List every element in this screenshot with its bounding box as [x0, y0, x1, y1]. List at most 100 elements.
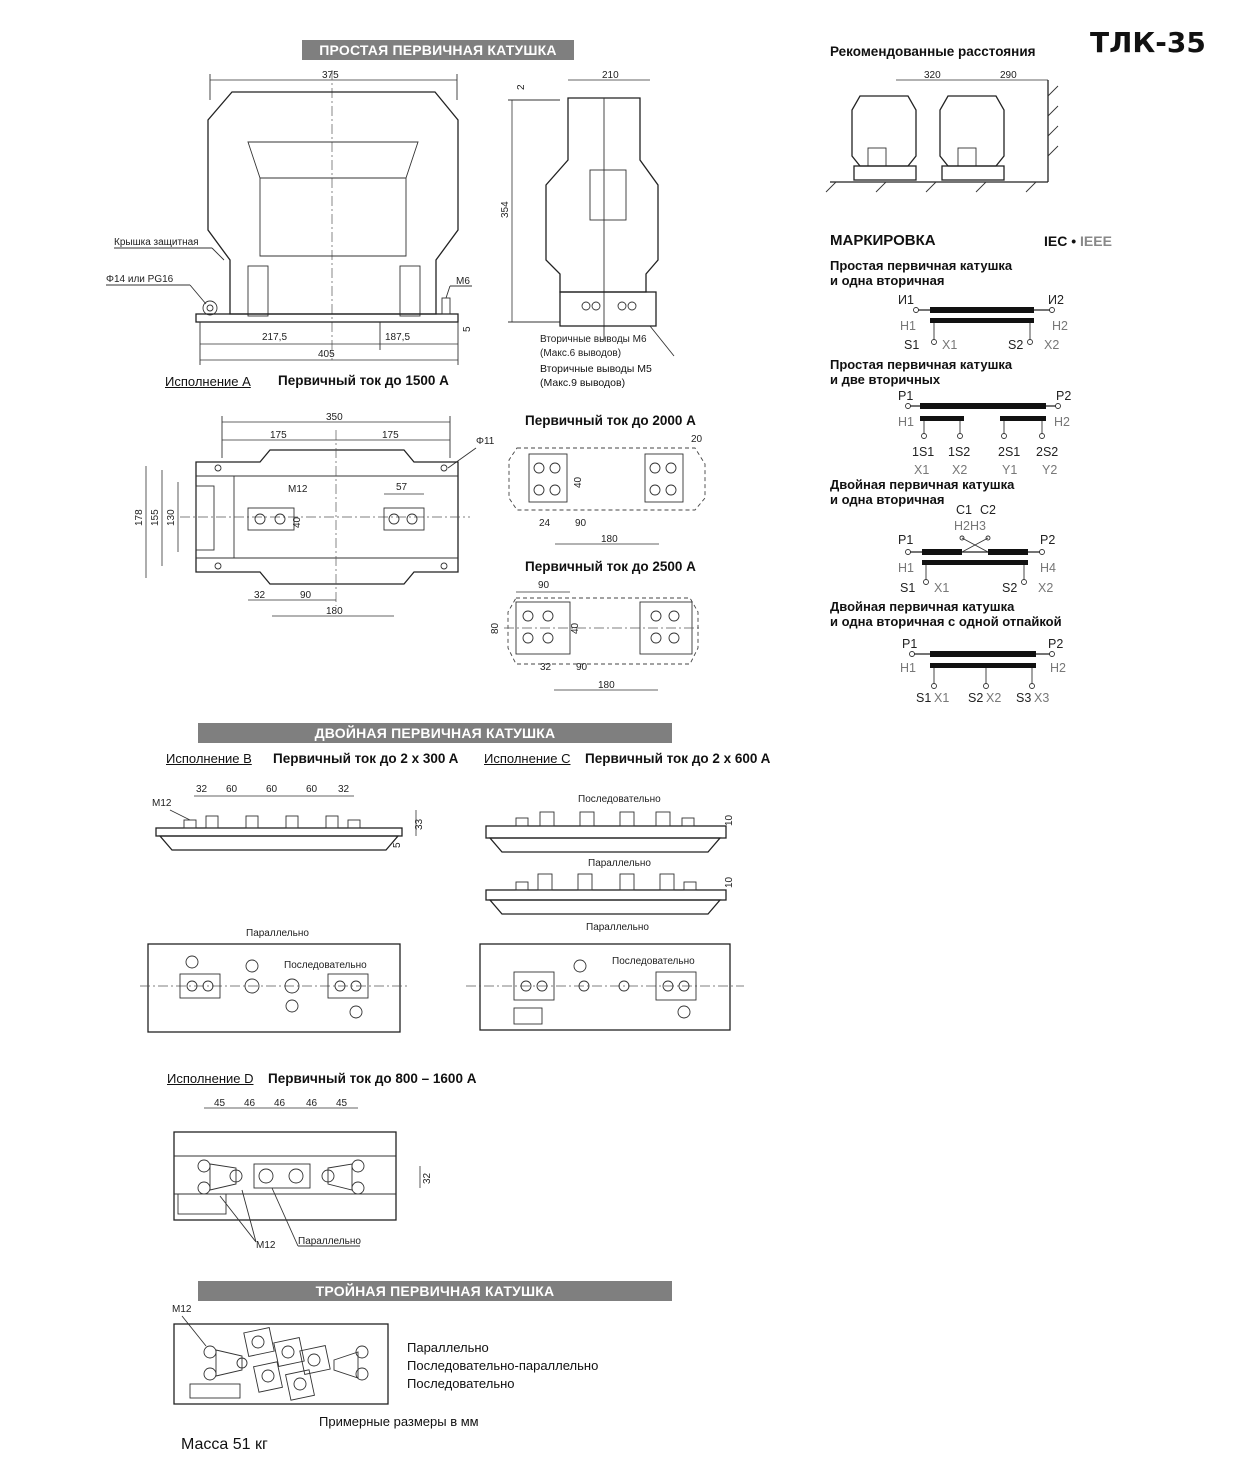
dim-d-46b: 46	[274, 1098, 286, 1109]
d2-1s1: 1S1	[912, 445, 934, 459]
d2-p-left: P1	[898, 389, 913, 403]
dim-320: 320	[924, 70, 941, 81]
label-sec-m5-note: (Макс.9 выводов)	[540, 377, 626, 389]
d2-p-right: P2	[1056, 389, 1071, 403]
d3-x1: X1	[934, 581, 949, 595]
dim-175-left: 175	[270, 430, 287, 441]
d1-s2: S2	[1008, 338, 1023, 352]
marking-d4-title: Двойная первичная катушка и одна вторичн…	[830, 599, 1062, 629]
dim-d-46a: 46	[244, 1098, 256, 1109]
d4-s3: S3	[1016, 691, 1031, 705]
dim-b-32a: 32	[196, 784, 208, 795]
dim-375: 375	[322, 70, 339, 81]
marking-d3-title: Двойная первичная катушка и одна вторичн…	[830, 477, 1014, 507]
dim-2: 2	[516, 84, 527, 90]
b-label-serial: Последовательно	[284, 960, 367, 971]
dim-20: 20	[691, 434, 703, 445]
dim-m12: M12	[288, 484, 308, 495]
marking-d3-title-line2: и одна вторичная	[830, 492, 945, 507]
d-label-m12: M12	[256, 1240, 276, 1251]
marking-d2-title: Простая первичная катушка и две вторичны…	[830, 357, 1012, 387]
d1-s1: S1	[904, 338, 919, 352]
dim-405: 405	[318, 349, 335, 360]
d2-y2: Y2	[1042, 463, 1057, 477]
std-sep: •	[1071, 233, 1077, 249]
d3-h-left: H1	[898, 561, 914, 575]
d4-p-right: P2	[1048, 637, 1063, 651]
dim-b-60a: 60	[226, 784, 238, 795]
dim-90-2000: 90	[575, 518, 587, 529]
d4-p-left: P1	[902, 637, 917, 651]
c-label-serial: Последовательно	[578, 794, 661, 805]
triple-plan: M12	[172, 1304, 389, 1405]
d-label-parallel: Параллельно	[298, 1236, 361, 1247]
d4-s1: S1	[916, 691, 931, 705]
marking-diagram-1: И1 И2 H1 H2 S1 X1 S2 X2	[898, 293, 1068, 352]
dim-d-45b: 45	[336, 1098, 348, 1109]
dim-90-2500: 90	[538, 580, 550, 591]
terminals-2000: 20 40 24 90 180	[508, 434, 706, 545]
dim-178: 178	[134, 509, 145, 526]
recommended-title: Рекомендованные расстояния	[830, 44, 1036, 59]
version-a-current: Первичный ток до 1500 A	[278, 373, 449, 388]
d2-x2: X2	[952, 463, 967, 477]
marking-d2-title-line1: Простая первичная катушка	[830, 357, 1013, 372]
d4-h-left: H1	[900, 661, 916, 675]
d1-p-right: И2	[1048, 293, 1064, 307]
version-b-plan: Параллельно Последовательно	[140, 928, 410, 1033]
current-2500-title: Первичный ток до 2500 A	[525, 559, 696, 574]
d3-x2: X2	[1038, 581, 1053, 595]
section-header-triple: ТРОЙНАЯ ПЕРВИЧНАЯ КАТУШКА	[198, 1281, 672, 1301]
c-label-parallel: Параллельно	[588, 858, 651, 869]
dim-32: 32	[254, 590, 266, 601]
d1-h-right: H2	[1052, 319, 1068, 333]
marking-d4-title-line1: Двойная первичная катушка	[830, 599, 1015, 614]
version-c-label: Исполнение C	[484, 751, 571, 766]
marking-diagram-3: C1 C2 H2H3 P1 P2 H1 H4 S1 X1 S2 X2	[898, 503, 1056, 595]
label-cover: Крышка защитная	[114, 237, 199, 248]
marking-d2-title-line2: и две вторичных	[830, 372, 941, 387]
version-d-current: Первичный ток до 800 – 1600 A	[268, 1071, 477, 1086]
current-2000-title: Первичный ток до 2000 A	[525, 413, 696, 428]
marking-diagram-4: P1 P2 H1 H2 S1 X1 S2 X2 S3 X3	[900, 637, 1066, 705]
d3-h-right: H4	[1040, 561, 1056, 575]
dim-hole: Φ11	[476, 436, 495, 447]
d1-x1: X1	[942, 338, 957, 352]
triple-option-serial-parallel: Последовательно-параллельно	[407, 1358, 599, 1373]
d3-h2h3: H2H3	[954, 519, 986, 533]
triple-options: Параллельно Последовательно-параллельно …	[407, 1339, 598, 1393]
version-a-side-view: 210 354 2 Вторичные выводы M6 (Макс.6 вы…	[500, 70, 675, 359]
version-a-label: Исполнение A	[165, 374, 251, 389]
dim-5: 5	[462, 326, 473, 332]
mass-label: Масса 51 кг	[181, 1436, 268, 1453]
d2-2s2: 2S2	[1036, 445, 1058, 459]
document-title: ТЛК-35	[1090, 26, 1206, 59]
dim-350: 350	[326, 412, 343, 423]
d3-c2: C2	[980, 503, 996, 517]
version-c-current: Первичный ток до 2 x 600 A	[585, 751, 771, 766]
dim-b-33: 33	[414, 818, 425, 830]
dim-40: 40	[292, 516, 303, 528]
dim-40-2000: 40	[573, 476, 584, 488]
d1-h-left: H1	[900, 319, 916, 333]
d4-x1: X1	[934, 691, 949, 705]
marking-d1-title: Простая первичная катушка и одна вторичн…	[830, 258, 1012, 288]
d4-s2: S2	[968, 691, 983, 705]
dim-290: 290	[1000, 70, 1017, 81]
dim-90: 90	[300, 590, 312, 601]
d3-p-right: P2	[1040, 533, 1055, 547]
dim-32-2500: 32	[540, 662, 552, 673]
c-label-parallel2: Параллельно	[586, 922, 649, 933]
dim-217-5: 217,5	[262, 332, 287, 343]
version-b-current: Первичный ток до 2 x 300 A	[273, 751, 459, 766]
marking-diagram-2: P1 P2 H1 H2 1S1 1S2 2S1 2S2 X1 X2 Y1 Y2	[898, 389, 1071, 477]
version-b-side: 32 60 60 60 32 M12 33 5	[152, 784, 425, 851]
dim-b-32b: 32	[338, 784, 350, 795]
d4-x2: X2	[986, 691, 1001, 705]
d1-p-left: И1	[898, 293, 914, 307]
marking-d4-title-line2: и одна вторичная с одной отпайкой	[830, 614, 1062, 629]
section-header-simple: ПРОСТАЯ ПЕРВИЧНАЯ КАТУШКА	[302, 40, 574, 60]
b-label-parallel: Параллельно	[246, 928, 309, 939]
dim-187-5: 187,5	[385, 332, 410, 343]
label-sec-m6: Вторичные выводы M6	[540, 334, 647, 345]
